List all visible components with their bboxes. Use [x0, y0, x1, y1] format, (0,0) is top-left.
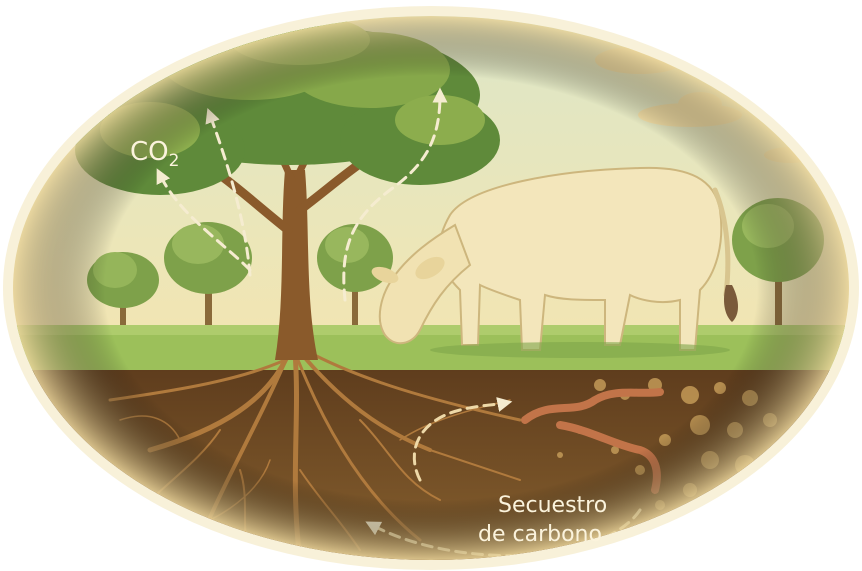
sequestration-label-line2: de carbono — [478, 522, 602, 547]
sequestration-label-line1: Secuestro — [498, 493, 607, 518]
